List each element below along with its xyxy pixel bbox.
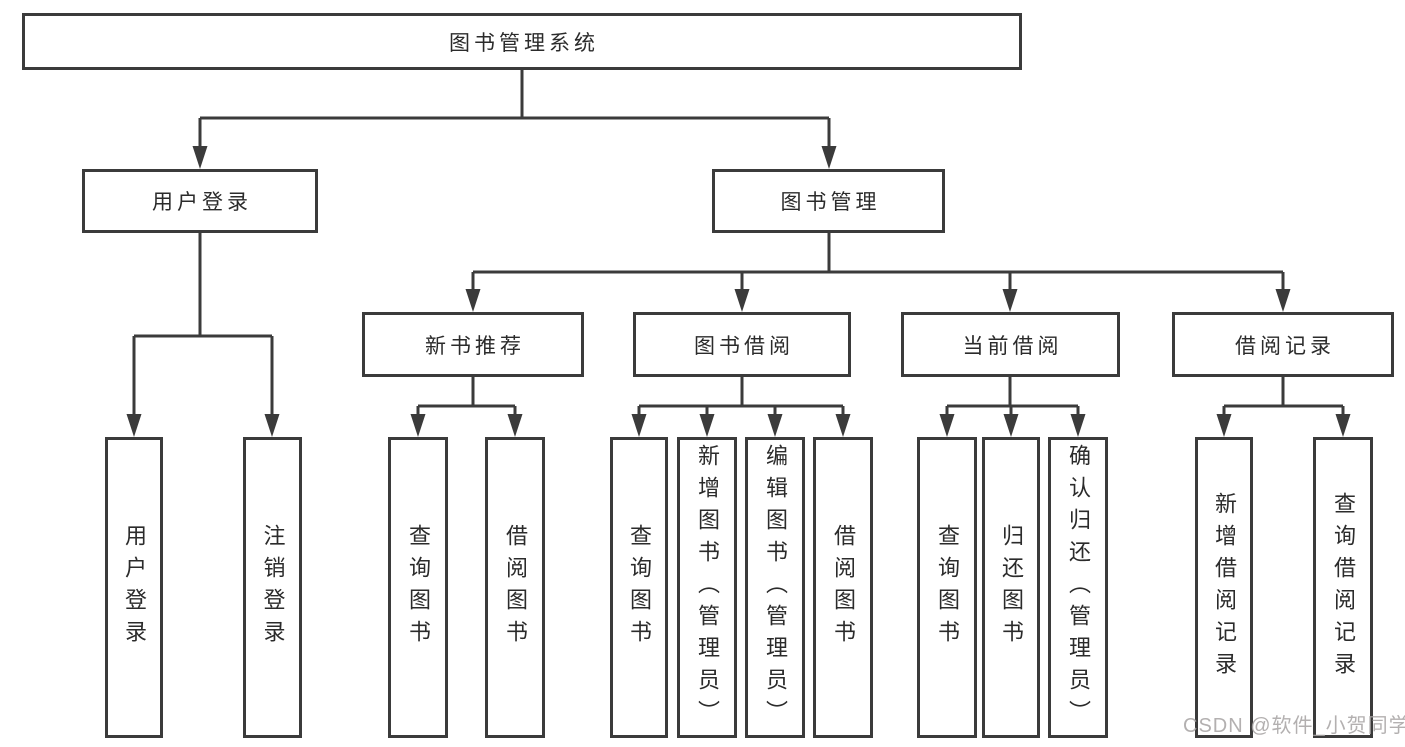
leaf-query-books-borrow: 查询图书 (610, 437, 668, 738)
leaf-return-books-label: 归还图书 (999, 523, 1024, 652)
leaf-borrow-books-newrec-label: 借阅图书 (503, 523, 528, 652)
leaf-query-books-borrow-label: 查询图书 (627, 523, 652, 652)
node-book-mgmt-label: 图书管理 (780, 191, 881, 214)
node-user-login-label: 用户登录 (152, 191, 252, 214)
arrowheads (126, 146, 1351, 437)
leaf-borrow-books-newrec: 借阅图书 (485, 437, 545, 738)
leaf-query-books-current-label: 查询图书 (935, 523, 960, 652)
node-borrow-records-label: 借阅记录 (1235, 334, 1335, 358)
node-borrow-records: 借阅记录 (1172, 312, 1394, 377)
leaf-borrow-books-borrow-label: 借阅图书 (831, 523, 856, 652)
node-new-book-rec: 新书推荐 (362, 312, 584, 377)
node-book-borrow: 图书借阅 (633, 312, 851, 377)
leaf-user-login-label: 用户登录 (122, 523, 147, 652)
leaf-edit-books-admin-label: 编辑图书（管理员） (763, 443, 788, 732)
leaf-logout: 注销登录 (243, 437, 302, 738)
leaf-add-borrow-record: 新增借阅记录 (1195, 437, 1253, 738)
node-root-label: 图书管理系统 (449, 31, 599, 55)
leaf-query-books-newrec: 查询图书 (388, 437, 448, 738)
connector-current-borrow-to-leaves (945, 377, 1080, 418)
leaf-query-books-newrec-label: 查询图书 (406, 523, 431, 652)
leaf-edit-books-admin: 编辑图书（管理员） (745, 437, 805, 738)
node-user-login: 用户登录 (82, 169, 318, 233)
leaf-borrow-books-borrow: 借阅图书 (813, 437, 873, 738)
leaf-logout-label: 注销登录 (260, 523, 286, 652)
connector-user-login-to-leaves (132, 233, 274, 418)
leaf-query-borrow-record: 查询借阅记录 (1313, 437, 1373, 738)
csdn-watermark: CSDN @软件_小贺同学 (1183, 715, 1405, 737)
leaf-add-borrow-record-label: 新增借阅记录 (1212, 491, 1237, 684)
connector-book-mgmt-to-level3 (471, 233, 1285, 293)
node-book-mgmt: 图书管理 (712, 169, 945, 233)
leaf-confirm-return-admin: 确认归还（管理员） (1048, 437, 1108, 738)
connector-new-book-rec-to-leaves (416, 377, 517, 418)
node-current-borrow-label: 当前借阅 (962, 334, 1063, 358)
leaf-add-books-admin-label: 新增图书（管理员） (695, 443, 720, 732)
leaf-return-books: 归还图书 (982, 437, 1040, 738)
connector-book-borrow-to-leaves (637, 377, 845, 418)
connector-borrow-records-to-leaves (1222, 377, 1345, 418)
leaf-query-borrow-record-label: 查询借阅记录 (1331, 491, 1356, 684)
node-book-borrow-label: 图书借阅 (694, 334, 794, 358)
leaf-add-books-admin: 新增图书（管理员） (677, 437, 737, 738)
leaf-user-login: 用户登录 (105, 437, 163, 738)
node-root: 图书管理系统 (22, 13, 1022, 70)
node-current-borrow: 当前借阅 (901, 312, 1120, 377)
node-new-book-rec-label: 新书推荐 (425, 334, 525, 358)
connector-root-to-level2 (198, 70, 831, 150)
leaf-confirm-return-admin-label: 确认归还（管理员） (1066, 443, 1091, 732)
leaf-query-books-current: 查询图书 (917, 437, 977, 738)
